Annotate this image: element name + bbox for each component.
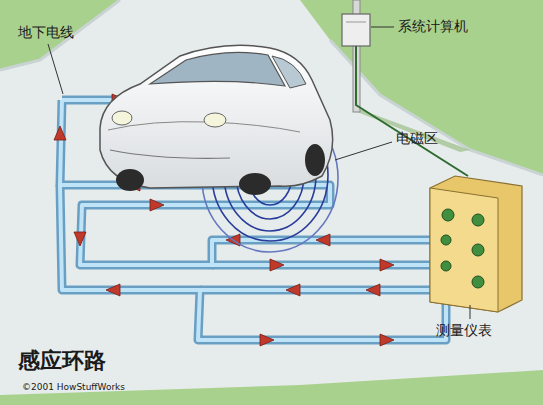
- arrow-mark: [74, 232, 86, 246]
- leader-line: [470, 305, 471, 319]
- arrow-mark: [316, 234, 330, 246]
- wire-run: [60, 185, 446, 340]
- arrow-mark: [380, 259, 394, 271]
- arrow-mark: [54, 126, 66, 140]
- curb-line: [0, 0, 120, 70]
- arrow-mark: [270, 259, 284, 271]
- callout-label: ©2001 HowStuffWorks: [22, 382, 125, 392]
- arrow-mark: [260, 334, 274, 346]
- car-wheel: [239, 173, 271, 195]
- car-window: [272, 56, 306, 88]
- car-body: [100, 45, 333, 188]
- leader-line: [48, 44, 63, 94]
- cable: [356, 46, 468, 176]
- dial: [441, 261, 451, 271]
- wire-run: [212, 263, 432, 267]
- instrument-dials: [441, 209, 484, 288]
- dial: [472, 244, 484, 256]
- grass-area: [300, 0, 543, 175]
- wire-run: [200, 270, 440, 290]
- callout-label: 地下电线: [18, 24, 74, 40]
- leader-line: [371, 27, 394, 28]
- car-headlight: [112, 111, 132, 125]
- dial: [441, 235, 451, 245]
- car-wheel: [116, 169, 144, 191]
- curb-line: [330, 40, 543, 175]
- car-bumper: [110, 150, 230, 158]
- leader-line: [335, 142, 392, 160]
- dial: [442, 209, 454, 221]
- instrument-face: [430, 188, 498, 312]
- car-hood-line: [108, 122, 300, 132]
- wire-run: [212, 261, 432, 270]
- callout-label: 电磁区: [396, 130, 438, 146]
- dial: [472, 276, 484, 288]
- arrow-mark: [380, 334, 394, 346]
- wire-run: [60, 185, 446, 340]
- computer-box: [342, 14, 370, 46]
- wire-run: [200, 270, 440, 290]
- grass-area: [0, 370, 543, 405]
- car-headlight: [204, 113, 226, 127]
- instrument-box: [430, 176, 522, 312]
- callout-label: 测量仪表: [436, 322, 492, 338]
- arrow-mark: [366, 284, 380, 296]
- arrow-mark: [286, 284, 300, 296]
- car-windshield: [150, 52, 285, 86]
- diagram-title: 感应环路: [18, 348, 106, 373]
- callout-label: 系统计算机: [398, 18, 468, 34]
- car: [100, 45, 333, 195]
- car-wheel: [305, 144, 325, 176]
- measuring-instrument: [430, 176, 522, 312]
- pole-shadow: [352, 110, 470, 152]
- computer-box-detail: [346, 22, 366, 23]
- dial: [472, 214, 484, 226]
- grass-area: [0, 0, 120, 70]
- arrow-mark: [150, 199, 164, 211]
- leader-lines: [48, 27, 470, 319]
- arrow-mark: [106, 284, 120, 296]
